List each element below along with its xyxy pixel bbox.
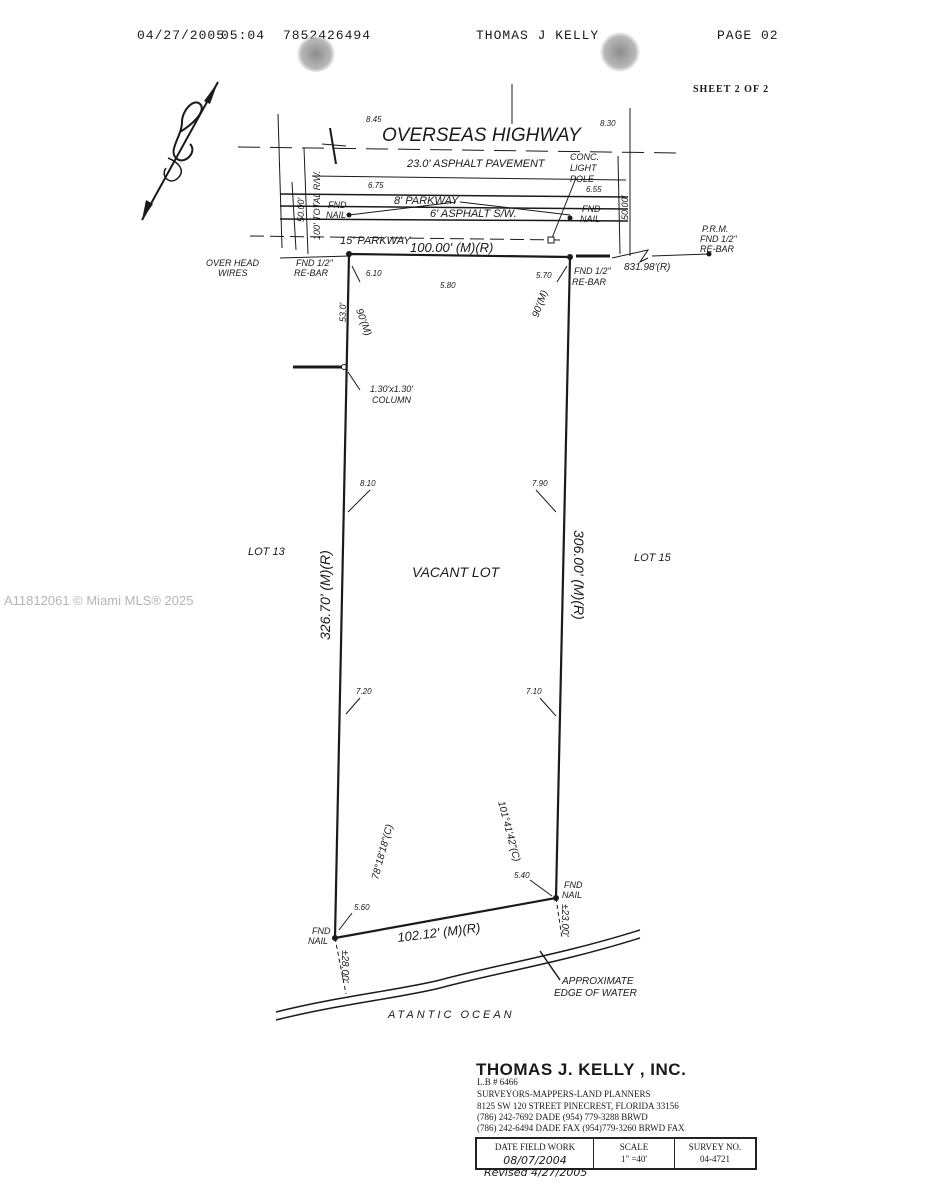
elevation: 8.10: [360, 479, 376, 488]
fnd-rebar-right: FND 1/2" RE-BAR: [572, 266, 613, 287]
fnd-nail-right: FND NAIL: [580, 204, 603, 224]
fax-page: PAGE 02: [717, 28, 779, 43]
fax-sender: THOMAS J KELLY: [476, 28, 600, 43]
lot-right: LOT 15: [634, 552, 672, 564]
field-work-cell: DATE FIELD WORK 08/07/2004: [477, 1139, 594, 1168]
ocean-label: ATANTIC OCEAN: [387, 1009, 515, 1021]
half-rw-right: 50.00': [620, 195, 630, 220]
total-rw: 100' TOTAL R/W.: [312, 171, 322, 240]
angle-bottom-left: 78°18'18"(C): [370, 823, 395, 881]
water-edge: APPROXIMATE EDGE OF WATER: [554, 976, 637, 999]
road-name: OVERSEAS HIGHWAY: [382, 125, 582, 146]
sheet-number: SHEET 2 OF 2: [693, 84, 770, 95]
fax-smudge: [600, 32, 640, 72]
elevation: 7.20: [356, 687, 372, 696]
title-block-table: DATE FIELD WORK 08/07/2004 SCALE 1" =40'…: [475, 1137, 757, 1170]
survey-no-header: SURVEY NO.: [688, 1142, 742, 1152]
parkway-label: 8' PARKWAY: [394, 195, 459, 207]
scale-cell: SCALE 1" =40': [594, 1139, 675, 1168]
elevation: 5.70: [536, 271, 552, 280]
field-work-date: 08/07/2004: [503, 1154, 567, 1167]
left-dimension: 326.70' (M)(R): [317, 550, 333, 640]
firm-address: 8125 SW 120 STREET PINECREST, FLORIDA 33…: [477, 1101, 679, 1111]
lot-left: LOT 13: [248, 546, 286, 558]
fax-date: 04/27/2005: [137, 28, 226, 43]
column-label: 1.30'x1.30' COLUMN: [370, 384, 416, 405]
firm-phone: (786) 242-7692 DADE (954) 779-3288 BRWD: [477, 1112, 648, 1122]
elevation: 6.10: [366, 269, 382, 278]
elevation: 8.45: [366, 115, 382, 124]
elevation: 5.60: [354, 903, 370, 912]
north-arrow-icon: [141, 81, 219, 221]
firm-services: SURVEYORS-MAPPERS-LAND PLANNERS: [477, 1089, 651, 1099]
water-left: ±28.00': [339, 950, 350, 984]
fax-time: 05:04: [221, 28, 266, 43]
fnd-nail-bottom-right: FND NAIL: [562, 880, 585, 900]
scale-value: 1" =40': [620, 1154, 648, 1164]
fax-smudge: [296, 36, 336, 72]
fnd-nail-bottom-left: FND NAIL: [308, 926, 333, 946]
sidewalk-label: 6' ASPHALT S/W.: [430, 208, 517, 220]
prm-label: P.R.M. FND 1/2" RE-BAR: [700, 224, 739, 254]
elevation: 6.55: [586, 185, 602, 194]
firm-fax: (786) 242-6494 DADE FAX (954)779-3260 BR…: [477, 1123, 685, 1133]
setback-left: 53.0': [338, 302, 348, 322]
elevation: 7.90: [532, 479, 548, 488]
license-number: L.B # 6466: [477, 1077, 518, 1087]
top-dimension: 100.00' (M)(R): [410, 240, 493, 255]
survey-no-cell: SURVEY NO. 04-4721: [675, 1139, 755, 1168]
elevation: 5.80: [440, 281, 456, 290]
pavement-label: 23.0' ASPHALT PAVEMENT: [406, 158, 546, 170]
elevation: 7.10: [526, 687, 542, 696]
angle-bottom-right: 101°41'42"(C): [495, 800, 522, 863]
fnd-rebar-left: FND 1/2" RE-BAR: [294, 258, 335, 278]
survey-no-value: 04-4721: [700, 1154, 730, 1164]
angle-top-right: 90'(M): [530, 289, 550, 319]
field-work-header: DATE FIELD WORK: [494, 1142, 576, 1152]
overhead-wires: OVER HEAD WIRES: [206, 258, 262, 278]
lot-center: VACANT LOT: [412, 564, 501, 580]
scale-header: SCALE: [619, 1142, 649, 1152]
fnd-nail-left: FND NAIL: [326, 200, 349, 220]
elevation: 8.30: [600, 119, 616, 128]
mls-watermark: A11812061 © Miami MLS® 2025: [4, 593, 194, 608]
elevation: 5.40: [514, 871, 530, 880]
revised-date: Revised 4/27/2005: [484, 1166, 588, 1179]
firm-name: THOMAS J. KELLY , INC.: [476, 1060, 687, 1079]
water-line: [275, 929, 641, 1021]
right-dimension: 306.00' (M)(R): [571, 530, 587, 620]
light-pole: CONC. LIGHT POLE: [570, 152, 602, 184]
elevation: 6.75: [368, 181, 384, 190]
angle-top-left: 90'(M): [353, 307, 373, 337]
half-rw-left: 50.00': [296, 197, 306, 222]
parkway15-label: 15' PARKWAY: [340, 235, 411, 247]
prm-distance: 831.98'(R): [624, 262, 670, 273]
water-right: ±23.00': [559, 904, 570, 938]
